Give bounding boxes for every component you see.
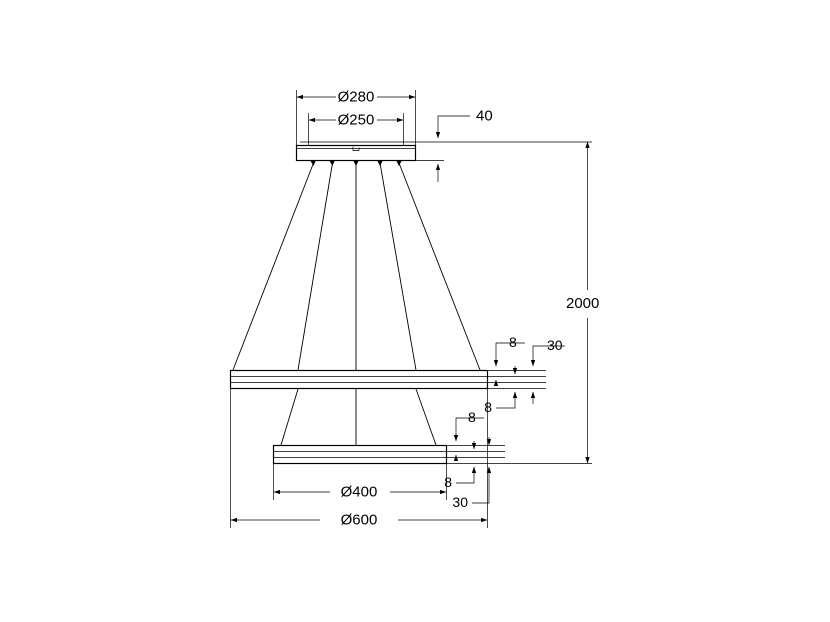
dimension-upper-ring-profile: 8 30 8 [484, 334, 565, 415]
dimension-canopy-height-40: 40 [435, 107, 493, 182]
suspension-cables-upper [232, 162, 481, 371]
upper-ring-profile [229, 369, 489, 390]
drop-length-label: 2000 [566, 295, 599, 312]
dia280-label: Ø280 [338, 88, 375, 105]
lower-ring-30-label: 30 [452, 494, 468, 510]
dimension-dia280: Ø280 [296, 88, 416, 105]
upper-ring-8-top-label: 8 [509, 334, 517, 350]
lower-ring-8-top-label: 8 [468, 409, 476, 425]
dia250-label: Ø250 [338, 111, 375, 128]
dia400-label: Ø400 [341, 483, 378, 500]
lower-ring-profile [272, 444, 448, 465]
lower-ring-8-bottom-label: 8 [444, 474, 452, 490]
canopy-height-label: 40 [476, 107, 493, 124]
dia600-label: Ø600 [341, 511, 378, 528]
dimension-lower-ring-profile: 8 8 30 [444, 409, 492, 510]
extension-lines [230, 90, 592, 528]
dimension-dia250: Ø250 [308, 111, 404, 128]
dimension-dia400: Ø400 [273, 483, 447, 500]
upper-ring-8-bottom-label: 8 [484, 399, 492, 415]
ceiling-canopy [295, 144, 417, 166]
upper-ring-30-label: 30 [547, 337, 563, 353]
dimension-dia600: Ø600 [230, 511, 488, 528]
suspension-cables-lower [280, 388, 437, 446]
dimension-drop-length-2000: 2000 [566, 141, 599, 464]
